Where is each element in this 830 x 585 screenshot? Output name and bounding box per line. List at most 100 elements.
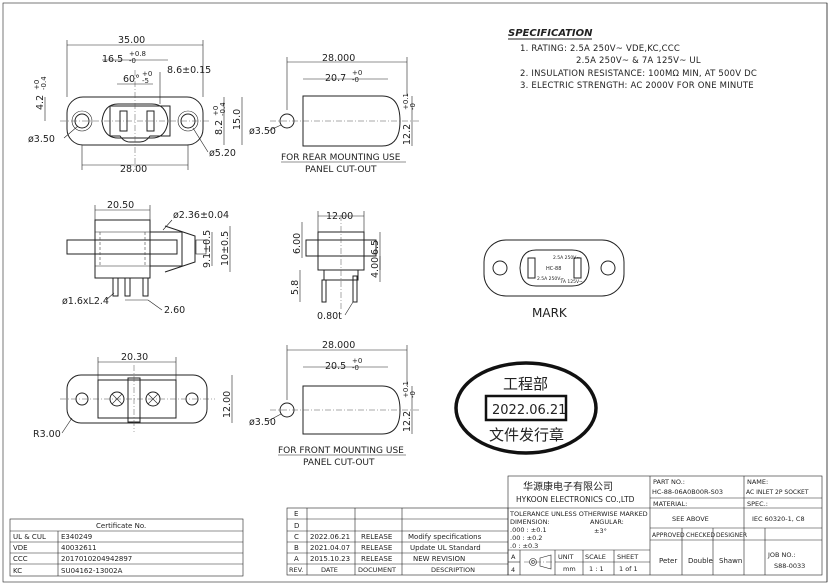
- front-socket-outline: [109, 105, 171, 143]
- dim-side-h2: 10±0.5: [220, 231, 231, 266]
- title-block: 华源康电子有限公司 HYKOON ELECTRONICS CO.,LTD PAR…: [507, 475, 823, 576]
- scale-label: SCALE: [585, 553, 606, 561]
- end-pin-2: [352, 275, 358, 303]
- dim-front-slot: 8.6±0.15: [167, 65, 211, 76]
- dim-back-height: 12.00: [222, 391, 233, 418]
- end-view: 12.00 6.00 6.5 4.00 5.8 0.80t: [290, 211, 381, 322]
- dim-side-h1: 9.1±0.5: [202, 230, 213, 268]
- mark-socket: [519, 249, 590, 287]
- rev-row-c-date: 2022.06.21: [310, 533, 350, 541]
- spec-line-1: 1. RATING: 2.5A 250V~ VDE,KC,CCC: [520, 44, 680, 54]
- rev-row-c-doc: RELEASE: [361, 533, 392, 541]
- mark-code: HC-88: [546, 266, 561, 272]
- release-stamp: 工程部 2022.06.21 文件发行章: [454, 361, 598, 455]
- side-boss: [149, 231, 183, 267]
- rev-row-a: A: [294, 555, 299, 563]
- dim-front-inner-tol-u: +0.8: [129, 50, 146, 58]
- dim-rear-h-tol-l: -0: [409, 103, 417, 110]
- mark-rating-2: 7A 125V~: [560, 279, 583, 285]
- mark-hole-left: [492, 260, 508, 276]
- spec-heading: SPECIFICATION: [508, 28, 593, 39]
- rev-row-b: B: [294, 544, 299, 552]
- approved-label: APPROVED: [652, 532, 685, 539]
- dim-front-cut-h-tol-l: -0: [409, 391, 417, 398]
- dim-side-width: 20.50: [107, 200, 134, 211]
- rev-row-a-date: 2015.10.23: [310, 555, 350, 563]
- dim-side-gap: 2.60: [164, 305, 185, 316]
- tolerance-3: .0 : ±0.3: [510, 542, 538, 550]
- rear-cut-label-1: FOR REAR MOUNTING USE: [281, 153, 401, 163]
- unit-value: mm: [563, 565, 576, 573]
- angular-label: ANGULAR:: [590, 518, 624, 526]
- dim-front-h-total: 15.0: [232, 109, 243, 130]
- mark-view: 2.5A 250V~ HC-88 7A 125V~ 2.5A 250V~ MAR…: [483, 239, 625, 320]
- mark-label: MARK: [532, 306, 568, 320]
- rev-digit-4: 4: [511, 566, 515, 574]
- stamp-bottom: 文件发行章: [489, 426, 564, 444]
- rev-header-rev: REV.: [289, 566, 303, 574]
- side-pin-1: [112, 277, 119, 297]
- dim-front-h-mid-tol-l: -0.4: [219, 102, 227, 116]
- front-cut-label-2: PANEL CUT-OUT: [303, 458, 375, 468]
- dim-end-h3: 4.00: [370, 257, 381, 278]
- tolerance-title: TOLERANCE UNLESS OTHERWISE MARKED: [509, 510, 648, 518]
- dim-front-cut-inner: 20.5: [325, 361, 346, 372]
- rev-row-a-doc: RELEASE: [361, 555, 392, 563]
- cert-title: Certificate No.: [96, 522, 146, 530]
- dim-front-bottom: 28.00: [120, 164, 147, 175]
- designed-by: Shawn: [719, 557, 742, 565]
- dim-rear-hole: ø3.50: [249, 126, 276, 137]
- dim-front-h-left: 4.2: [35, 95, 46, 110]
- dim-side-pin: ø1.6xL2.4: [62, 296, 109, 307]
- spec-label: SPEC.:: [747, 500, 768, 508]
- dim-side-dia: ø2.36±0.04: [173, 210, 229, 221]
- rev-row-e: E: [294, 510, 298, 518]
- rev-row-a-desc: NEW REVISION: [413, 555, 465, 563]
- dim-back-radius: R3.00: [33, 429, 61, 440]
- dim-end-h1: 6.00: [292, 233, 303, 254]
- dim-front-cut-inner-tol-u: +0: [352, 357, 362, 365]
- dim-front-angle-tol-u: +0: [142, 70, 152, 78]
- sheet-label: SHEET: [617, 553, 638, 561]
- side-pin-3: [142, 277, 149, 297]
- cert-row-4-type: KC: [13, 567, 22, 575]
- company-name-en: HYKOON ELECTRONICS CO.,LTD: [516, 495, 635, 504]
- cert-row-1-no: E340249: [61, 533, 92, 541]
- spec-value: IEC 60320-1, C8: [752, 515, 805, 523]
- tolerance-2: .00 : ±0.2: [510, 534, 542, 542]
- mark-rating-1: 2.5A 250V~: [553, 255, 580, 261]
- dim-front-h-left-tol-u: +0: [33, 80, 41, 90]
- mark-rating-3: 2.5A 250V~: [537, 276, 564, 282]
- designer-label: DESIGNER: [716, 532, 747, 539]
- spec-line-2: 2.5A 250V~ & 7A 125V~ UL: [576, 56, 701, 66]
- side-body: [94, 219, 151, 279]
- part-no-label: PART NO.:: [653, 478, 685, 486]
- dim-rear-inner: 20.7: [325, 73, 346, 84]
- rear-cut-label-2: PANEL CUT-OUT: [305, 165, 377, 175]
- front-view: 35.00 16.5 +0.8 -0 60° +0 -5 8.6±0.15 4.…: [28, 35, 243, 175]
- rev-row-c-desc: Modify specifications: [408, 533, 482, 541]
- cert-row-2-no: 40032611: [61, 544, 97, 552]
- material-label: MATERIAL:: [653, 500, 687, 508]
- dim-front-h-mid: 8.2: [214, 120, 225, 135]
- side-view: 20.50 ø2.36±0.04 9.1±0.5 10±0.5 ø1.6xL2.…: [62, 200, 231, 316]
- mark-hole-right: [600, 260, 616, 276]
- dim-front-angle: 60°: [123, 74, 140, 85]
- mark-flange: [483, 239, 625, 297]
- stamp-top: 工程部: [503, 375, 548, 393]
- specification-block: SPECIFICATION 1. RATING: 2.5A 250V~ VDE,…: [508, 28, 757, 91]
- cert-row-2-type: VDE: [13, 544, 28, 552]
- rev-row-b-date: 2021.04.07: [310, 544, 350, 552]
- rev-row-b-desc: Update UL Standard: [410, 544, 481, 552]
- scale-value: 1 : 1: [589, 565, 604, 573]
- dim-rear-h-tol-u: +0.1: [402, 93, 410, 110]
- rev-header-doc: DOCUMENT: [358, 566, 396, 574]
- dim-front-inner-tol-l: -0: [129, 57, 136, 65]
- end-pin-1: [321, 279, 327, 303]
- dim-end-h4: 5.8: [290, 280, 301, 295]
- job-no: S88-0033: [774, 562, 805, 570]
- cert-row-4-no: SU04162-13002A: [61, 567, 123, 575]
- revision-table: E D C 2022.06.21 RELEASE Modify specific…: [286, 507, 509, 576]
- dim-front-cut-hole: ø3.50: [249, 417, 276, 428]
